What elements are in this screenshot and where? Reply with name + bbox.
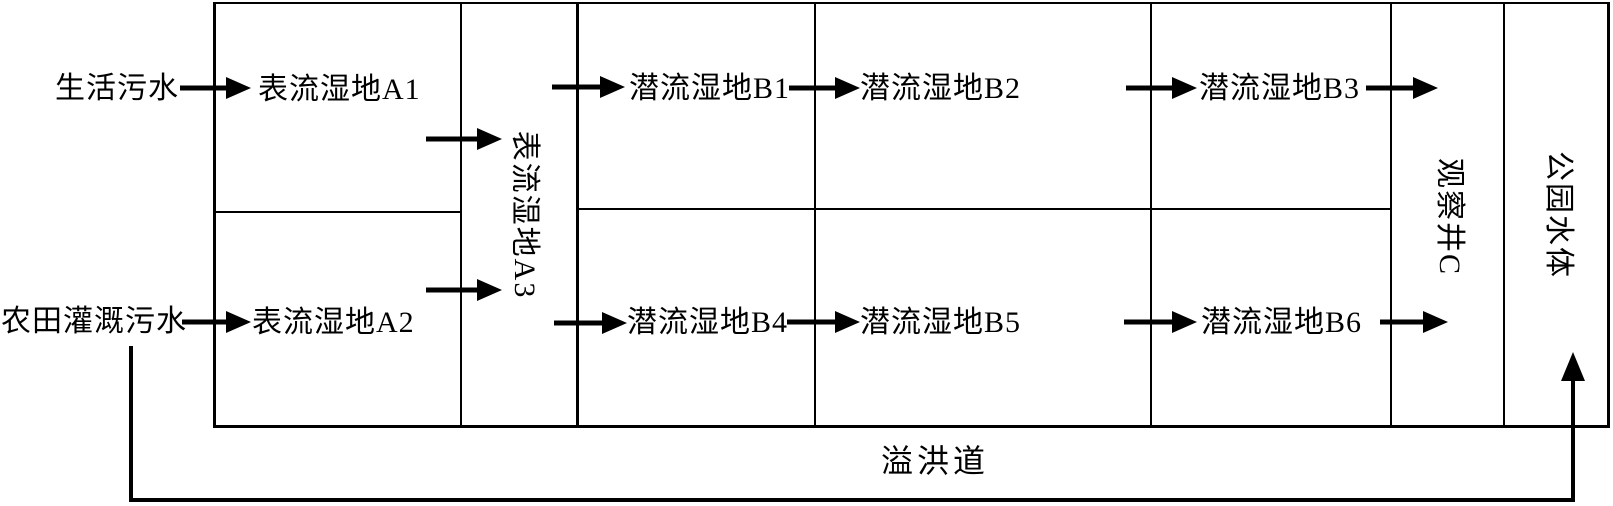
arrow-a3-to-b4 xyxy=(554,312,627,334)
arrow-b5-to-b6 xyxy=(1124,311,1197,333)
grid-top-border xyxy=(213,2,1610,4)
arrow-domestic-to-a1 xyxy=(180,77,251,99)
cell-label-b3: 潜流湿地B3 xyxy=(1199,72,1361,105)
label-domestic-sewage: 生活污水 xyxy=(55,72,179,105)
split-a1-a2 xyxy=(213,211,462,213)
arrow-b6-to-well xyxy=(1380,311,1448,333)
label-spillway: 溢洪道 xyxy=(881,443,990,479)
arrow-a1-to-a3 xyxy=(426,128,502,150)
split-b-rows xyxy=(577,208,1392,210)
cell-label-a1: 表流湿地A1 xyxy=(258,73,421,106)
label-farmland-sewage: 农田灌溉污水 xyxy=(1,305,187,338)
arrow-a3-to-b1 xyxy=(552,76,625,98)
cell-label-b6: 潜流湿地B6 xyxy=(1201,306,1363,339)
divider-a3-b1 xyxy=(576,2,579,427)
cell-label-b1: 潜流湿地B1 xyxy=(629,72,791,105)
arrow-b2-to-b3 xyxy=(1126,77,1197,99)
cell-label-b4: 潜流湿地B4 xyxy=(627,306,789,339)
spillway-arrowhead xyxy=(1561,352,1585,381)
cell-label-b2: 潜流湿地B2 xyxy=(860,72,1022,105)
grid-bottom-border xyxy=(213,425,1610,428)
arrow-b3-to-well xyxy=(1366,77,1438,99)
cell-label-a2: 表流湿地A2 xyxy=(252,306,415,339)
divider-a-a3 xyxy=(460,2,462,427)
arrow-b4-to-b5 xyxy=(787,311,860,333)
grid-right-border xyxy=(1607,2,1610,428)
spillway-bypass-line xyxy=(129,346,1585,502)
cell-label-b5: 潜流湿地B5 xyxy=(860,306,1022,339)
arrow-b1-to-b2 xyxy=(789,77,860,99)
grid-left-border xyxy=(213,2,216,428)
divider-well-park xyxy=(1503,2,1505,427)
arrow-farmland-to-a2 xyxy=(182,311,251,333)
divider-b1-b2 xyxy=(814,2,816,427)
divider-b2-b3 xyxy=(1150,2,1152,427)
divider-b3-well xyxy=(1390,2,1392,427)
arrow-a2-to-a3 xyxy=(426,279,502,301)
